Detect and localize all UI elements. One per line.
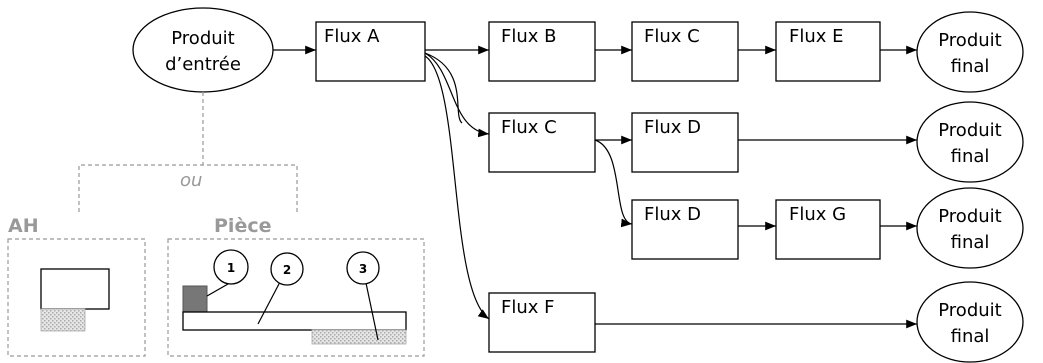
output-node-3-line1: Produit xyxy=(938,206,1001,227)
output-node-1-line2: final xyxy=(951,56,990,77)
output-node-4: Produit final xyxy=(916,281,1024,363)
flux-d1-box: Flux D xyxy=(631,112,739,173)
flux-f-box: Flux F xyxy=(488,292,596,353)
edge-a-to-c2 xyxy=(424,52,490,138)
flux-a-label: Flux A xyxy=(324,26,380,47)
ah-panel-frame xyxy=(7,238,146,357)
flux-g-box: Flux G xyxy=(775,199,881,260)
flux-c1-box: Flux C xyxy=(631,21,739,82)
edges xyxy=(273,45,917,329)
ah-panel-title: AH xyxy=(8,215,39,237)
flux-d2-box: Flux D xyxy=(631,199,739,260)
choice-bracket: ou xyxy=(78,92,298,212)
output-node-2-line1: Produit xyxy=(938,120,1001,141)
flux-g-label: Flux G xyxy=(789,204,846,225)
leader-3 xyxy=(365,282,379,341)
ah-panel: AH xyxy=(4,214,146,357)
input-node: Produit d’entrée xyxy=(132,7,274,93)
piece-part-3 xyxy=(311,329,407,345)
flux-e-box: Flux E xyxy=(775,21,881,82)
marker-3-label: 3 xyxy=(359,262,367,276)
output-node-1: Produit final xyxy=(916,11,1024,93)
marker-3 xyxy=(346,251,380,285)
flux-b-box: Flux B xyxy=(488,21,596,82)
output-node-4-line1: Produit xyxy=(938,300,1001,321)
flux-f-label: Flux F xyxy=(501,297,555,318)
marker-2-label: 2 xyxy=(283,263,291,277)
input-node-line1: Produit xyxy=(171,28,234,49)
choice-fork xyxy=(78,164,298,212)
piece-part-1 xyxy=(182,285,208,313)
edge-a-curve-extra xyxy=(424,52,463,124)
leader-2 xyxy=(257,281,281,325)
output-node-2: Produit final xyxy=(916,101,1024,183)
marker-2 xyxy=(270,252,304,286)
marker-1-label: 1 xyxy=(227,261,235,275)
ah-adhesive-layer xyxy=(40,308,86,332)
piece-panel-frame xyxy=(167,238,425,357)
edge-c2-to-d2 xyxy=(594,139,633,228)
flux-a-box: Flux A xyxy=(315,21,426,82)
flux-e-label: Flux E xyxy=(789,26,844,47)
output-node-3: Produit final xyxy=(916,187,1024,269)
leader-1 xyxy=(206,283,229,297)
flux-b-label: Flux B xyxy=(501,26,557,47)
ah-block xyxy=(40,268,110,310)
choice-separator: ou xyxy=(180,170,202,191)
flux-c1-label: Flux C xyxy=(644,26,700,47)
output-node-4-line2: final xyxy=(951,326,990,347)
piece-panel: Pièce 1 2 3 xyxy=(167,214,425,357)
output-node-2-line2: final xyxy=(951,146,990,167)
flux-d1-label: Flux D xyxy=(644,117,701,138)
flux-d2-label: Flux D xyxy=(644,204,701,225)
piece-panel-title: Pièce xyxy=(214,215,271,237)
output-node-3-line2: final xyxy=(951,232,990,253)
piece-part-2 xyxy=(182,311,407,331)
edge-a-to-f xyxy=(424,55,490,320)
marker-1 xyxy=(213,249,249,285)
flux-c2-label: Flux C xyxy=(501,117,557,138)
flux-c2-box: Flux C xyxy=(488,112,596,173)
input-node-line2: d’entrée xyxy=(165,54,241,75)
output-node-1-line1: Produit xyxy=(938,30,1001,51)
